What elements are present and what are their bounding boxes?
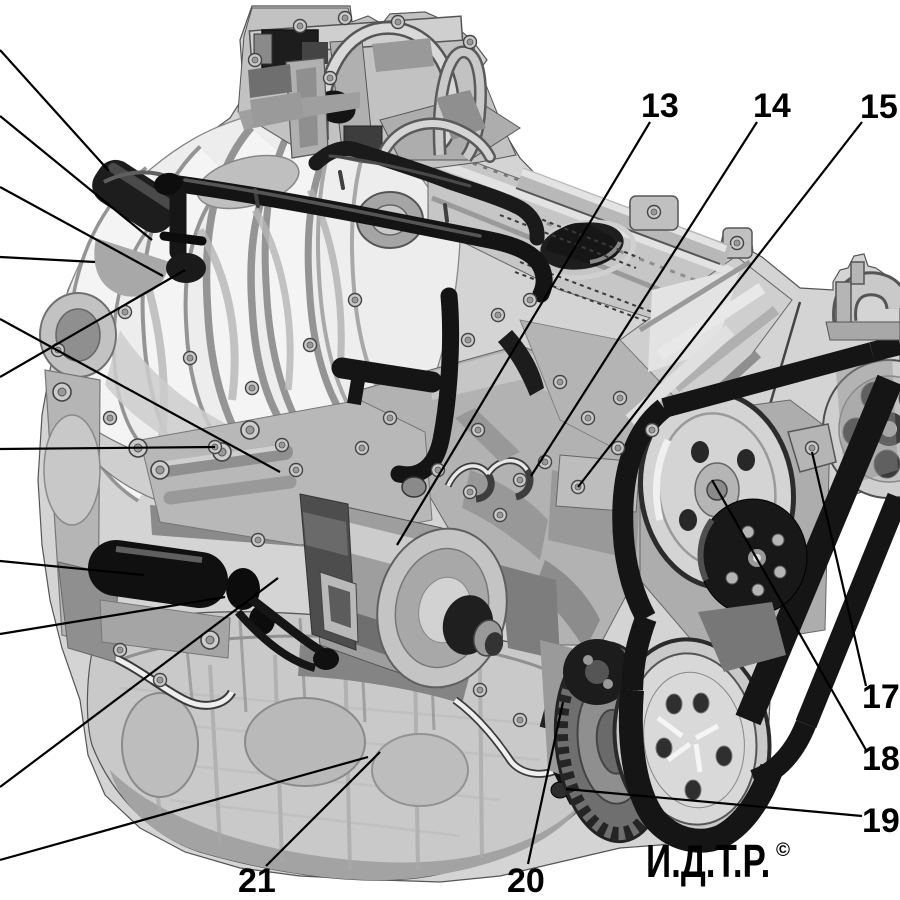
svg-text:21: 21 <box>238 862 276 900</box>
svg-text:15: 15 <box>860 88 898 126</box>
svg-text:13: 13 <box>641 87 679 125</box>
svg-text:И.Д.Т.Р.: И.Д.Т.Р. <box>646 835 770 887</box>
svg-text:17: 17 <box>862 678 900 716</box>
svg-text:18: 18 <box>862 740 900 778</box>
svg-text:©: © <box>776 840 790 861</box>
svg-text:20: 20 <box>507 862 545 900</box>
svg-text:19: 19 <box>862 802 900 840</box>
svg-text:14: 14 <box>753 87 791 125</box>
